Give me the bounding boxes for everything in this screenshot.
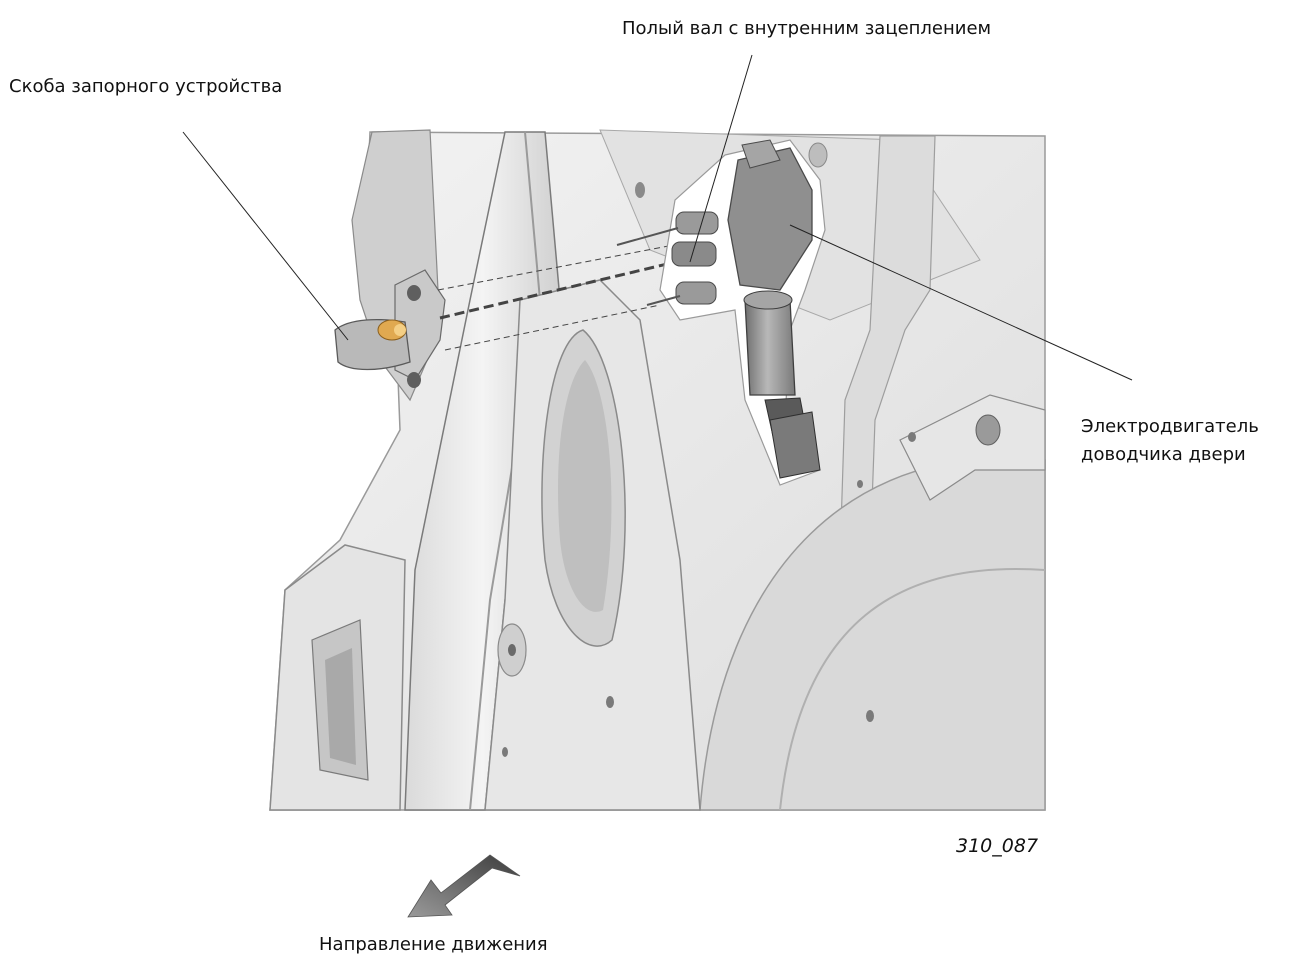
motor-label-line2: доводчика двери <box>1081 441 1259 469</box>
travel-direction-label: Направление движения <box>319 936 548 954</box>
motor-label-line1: Электродвигатель <box>1081 413 1259 441</box>
hollow-shaft-label: Полый вал с внутренним зацеплением <box>622 20 991 38</box>
door-closer-motor-label: Электродвигатель доводчика двери <box>1081 413 1259 469</box>
arrow-down-left-icon <box>408 855 520 917</box>
lock-bracket-label: Скоба запорного устройства <box>9 78 282 96</box>
figure-code: 310_087 <box>956 837 1038 856</box>
